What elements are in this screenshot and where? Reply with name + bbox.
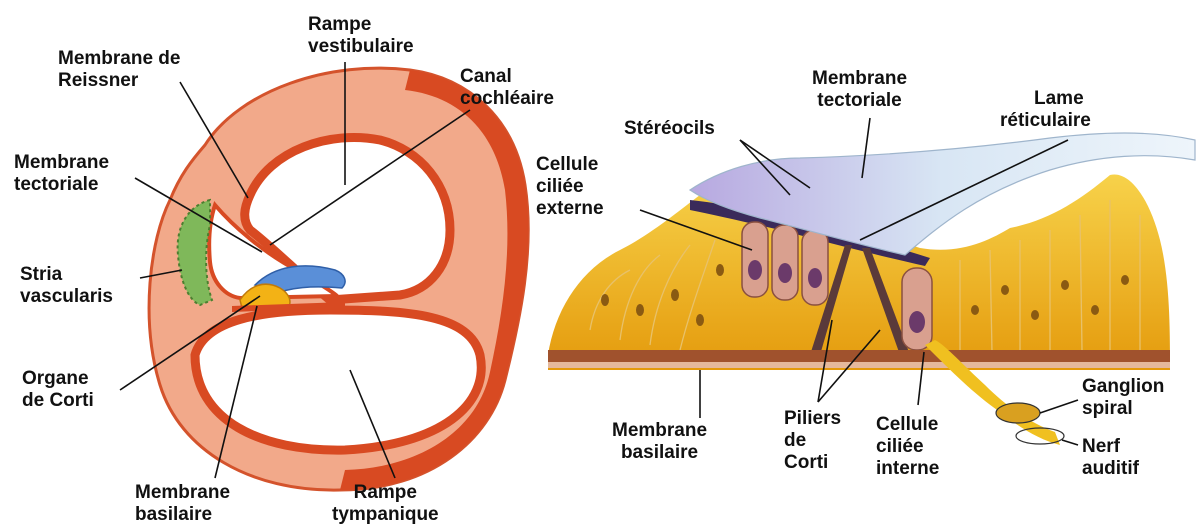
label-line: Organe (22, 368, 94, 390)
label-line: interne (876, 458, 939, 480)
label-line: Nerf (1082, 436, 1139, 458)
label-line: de (784, 430, 841, 452)
inner-hair-cell (902, 268, 932, 350)
label-line: Membrane de (58, 48, 180, 70)
label-line: Cellule (876, 414, 939, 436)
label-membrane-basilaire-left: Membrane basilaire (135, 482, 230, 526)
label-line: ciliée (876, 436, 939, 458)
cochlea-cross-section (120, 62, 528, 490)
label-rampe-vestibulaire: Rampe vestibulaire (308, 14, 414, 58)
label-line: basilaire (135, 504, 230, 526)
label-piliers-de-corti: Piliers de Corti (784, 408, 841, 474)
label-line: Stria (20, 264, 113, 286)
label-line: Stéréocils (624, 118, 715, 140)
label-line: auditif (1082, 458, 1139, 480)
label-membrane-tectoriale-left: Membrane tectoriale (14, 152, 109, 196)
label-cellule-ciliee-externe: Cellule ciliée externe (536, 154, 604, 220)
label-line: Ganglion (1082, 376, 1164, 398)
label-line: Membrane (812, 68, 907, 90)
label-canal-cochleaire: Canal cochléaire (460, 66, 554, 110)
label-line: Lame (1000, 88, 1091, 110)
label-membrane-de-reissner: Membrane de Reissner (58, 48, 180, 92)
label-nerf-auditif: Nerf auditif (1082, 436, 1139, 480)
label-line: Membrane (14, 152, 109, 174)
label-line: Membrane (135, 482, 230, 504)
label-line: tectoriale (812, 90, 907, 112)
basilar-membrane-right (548, 350, 1170, 362)
label-membrane-basilaire-right: Membrane basilaire (612, 420, 707, 464)
label-line: vascularis (20, 286, 113, 308)
spiral-ganglion (996, 403, 1040, 423)
label-line: Cellule (536, 154, 604, 176)
label-line: vestibulaire (308, 36, 414, 58)
label-cellule-ciliee-interne: Cellule ciliée interne (876, 414, 939, 480)
label-line: Rampe (332, 482, 439, 504)
basilar-lower-layer (548, 362, 1170, 368)
label-line: Reissner (58, 70, 180, 92)
label-line: de Corti (22, 390, 94, 412)
label-line: Rampe (308, 14, 414, 36)
outer-hair-cells (742, 222, 828, 305)
label-membrane-tectoriale-right: Membrane tectoriale (812, 68, 907, 112)
label-stria-vascularis: Stria vascularis (20, 264, 113, 308)
label-organe-de-corti: Organe de Corti (22, 368, 94, 412)
label-line: tympanique (332, 504, 439, 526)
label-line: spiral (1082, 398, 1164, 420)
label-line: tectoriale (14, 174, 109, 196)
label-line: Corti (784, 452, 841, 474)
label-line: Membrane (612, 420, 707, 442)
label-rampe-tympanique: Rampe tympanique (332, 482, 439, 526)
label-line: basilaire (612, 442, 707, 464)
label-line: réticulaire (1000, 110, 1091, 132)
label-line: Canal (460, 66, 554, 88)
label-lame-reticulaire: Lame réticulaire (1000, 88, 1091, 132)
label-ganglion-spiral: Ganglion spiral (1082, 376, 1164, 420)
label-stereocils: Stéréocils (624, 118, 715, 140)
label-line: cochléaire (460, 88, 554, 110)
label-line: Piliers (784, 408, 841, 430)
label-line: externe (536, 198, 604, 220)
label-line: ciliée (536, 176, 604, 198)
scala-tympani (195, 310, 481, 450)
